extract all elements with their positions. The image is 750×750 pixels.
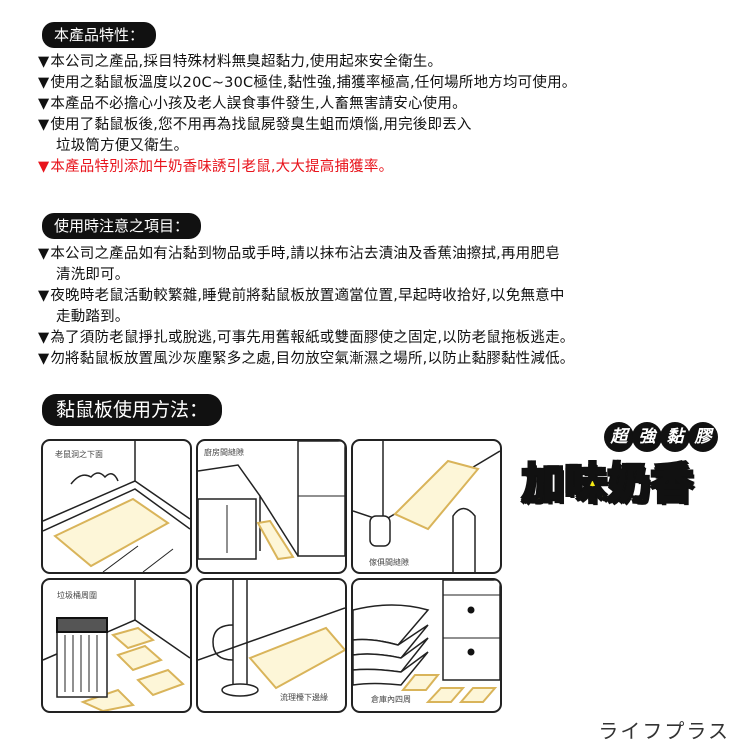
- precaution-item: ▼為了須防老鼠掙扎或脫逃,可事先用舊報紙或雙面膠使之固定,以防老鼠拖板逃走。: [38, 328, 574, 349]
- kitchen-illustration: [198, 441, 345, 561]
- triangle-bullet-icon: ▼: [38, 159, 50, 175]
- milk-flavor-title: 加味奶香: [521, 458, 695, 509]
- precaution-text: 為了須防老鼠掙扎或脫逃,可事先用舊報紙或雙面膠使之固定,以防老鼠拖板逃走。: [50, 330, 575, 346]
- precaution-continuation: 走動踏到。: [56, 309, 130, 325]
- precaution-item: ▼夜晚時老鼠活動較繁雜,睡覺前將黏鼠板放置適當位置,早起時收拾好,以免無意中: [38, 286, 574, 307]
- trash-can-illustration: [43, 580, 190, 711]
- sink-pipe-illustration: [198, 580, 345, 697]
- feature-item: ▼本產品不必擔心小孩及老人誤食事件發生,人畜無害請安心使用。: [38, 94, 576, 115]
- feature-item-highlight: ▼本產品特別添加牛奶香味誘引老鼠,大大提高捕獲率。: [38, 157, 576, 178]
- precaution-item: ▼本公司之產品如有沾黏到物品或手時,請以抹布沾去漬油及香蕉油擦拭,再用肥皂: [38, 244, 574, 265]
- feature-item: ▼使用了黏鼠板後,您不用再為找鼠屍發臭生蛆而煩惱,用完後即丟入: [38, 115, 576, 136]
- panel-label: 倉庫內四周: [371, 695, 411, 704]
- usage-panel-kitchen: 廚房間縫隙: [196, 439, 347, 574]
- furniture-gap-illustration: [353, 441, 500, 572]
- panel-label: 流理檯下邊緣: [280, 693, 328, 702]
- feature-item: ▼使用之黏鼠板溫度以20C~30C極佳,黏性強,捕獲率極高,任何場所地方均可使用…: [38, 73, 576, 94]
- panel-label: 傢俱間縫隙: [369, 558, 409, 567]
- feature-text: 本公司之產品,採目特殊材料無臭超黏力,使用起來安全衛生。: [50, 54, 443, 70]
- feature-item: ▼本公司之產品,採目特殊材料無臭超黏力,使用起來安全衛生。: [38, 52, 576, 73]
- features-list: ▼本公司之產品,採目特殊材料無臭超黏力,使用起來安全衛生。 ▼使用之黏鼠板溫度以…: [38, 52, 576, 178]
- usage-panel-furniture: 傢俱間縫隙: [351, 439, 502, 574]
- brand-logo: ライフプラス: [598, 719, 730, 743]
- panel-label: 老鼠洞之下面: [55, 450, 103, 459]
- usage-heading: 黏鼠板使用方法：: [42, 394, 223, 426]
- strong-adhesive-badges: 超 強 黏 膠: [604, 422, 718, 452]
- triangle-bullet-icon: ▼: [38, 117, 50, 133]
- badge: 黏: [660, 422, 690, 452]
- warehouse-illustration: [353, 580, 500, 703]
- triangle-bullet-icon: ▼: [38, 96, 50, 112]
- mouse-hole-illustration: [43, 441, 190, 572]
- triangle-bullet-icon: ▼: [38, 351, 50, 367]
- precautions-list: ▼本公司之產品如有沾黏到物品或手時,請以抹布沾去漬油及香蕉油擦拭,再用肥皂 清洗…: [38, 244, 574, 370]
- panel-label: 廚房間縫隙: [204, 448, 244, 457]
- precaution-text: 勿將黏鼠板放置風沙灰塵緊多之處,目勿放空氣漸濕之場所,以防止黏膠黏性減低。: [50, 351, 575, 367]
- usage-panel-warehouse: 倉庫內四周: [351, 578, 502, 713]
- triangle-bullet-icon: ▼: [38, 288, 50, 304]
- precaution-item: ▼勿將黏鼠板放置風沙灰塵緊多之處,目勿放空氣漸濕之場所,以防止黏膠黏性減低。: [38, 349, 574, 370]
- precautions-heading: 使用時注意之項目：: [42, 213, 202, 239]
- badge: 強: [632, 422, 662, 452]
- feature-text: 使用之黏鼠板溫度以20C~30C極佳,黏性強,捕獲率極高,任何場所地方均可使用。: [50, 75, 577, 91]
- features-heading: 本產品特性：: [42, 22, 157, 48]
- triangle-bullet-icon: ▼: [38, 246, 50, 262]
- promo-logo: 超 強 黏 膠 加味奶香: [520, 422, 740, 512]
- usage-panel-sink: 流理檯下邊緣: [196, 578, 347, 713]
- usage-panel-mouse-hole: 老鼠洞之下面: [41, 439, 192, 574]
- triangle-bullet-icon: ▼: [38, 54, 50, 70]
- feature-text: 使用了黏鼠板後,您不用再為找鼠屍發臭生蛆而煩惱,用完後即丟入: [50, 117, 472, 133]
- precaution-text: 夜晚時老鼠活動較繁雜,睡覺前將黏鼠板放置適當位置,早起時收拾好,以免無意中: [50, 288, 565, 304]
- badge: 超: [604, 422, 634, 452]
- feature-text: 本產品特別添加牛奶香味誘引老鼠,大大提高捕獲率。: [50, 159, 394, 175]
- usage-panel-trash-can: 垃圾桶周圍: [41, 578, 192, 713]
- precaution-text: 本公司之產品如有沾黏到物品或手時,請以抹布沾去漬油及香蕉油擦拭,再用肥皂: [50, 246, 560, 262]
- feature-continuation: 垃圾筒方便又衛生。: [56, 138, 189, 154]
- badge: 膠: [688, 422, 718, 452]
- triangle-bullet-icon: ▼: [38, 330, 50, 346]
- feature-text: 本產品不必擔心小孩及老人誤食事件發生,人畜無害請安心使用。: [50, 96, 467, 112]
- panel-label: 垃圾桶周圍: [57, 591, 97, 600]
- precaution-continuation: 清洗即可。: [56, 267, 130, 283]
- triangle-bullet-icon: ▼: [38, 75, 50, 91]
